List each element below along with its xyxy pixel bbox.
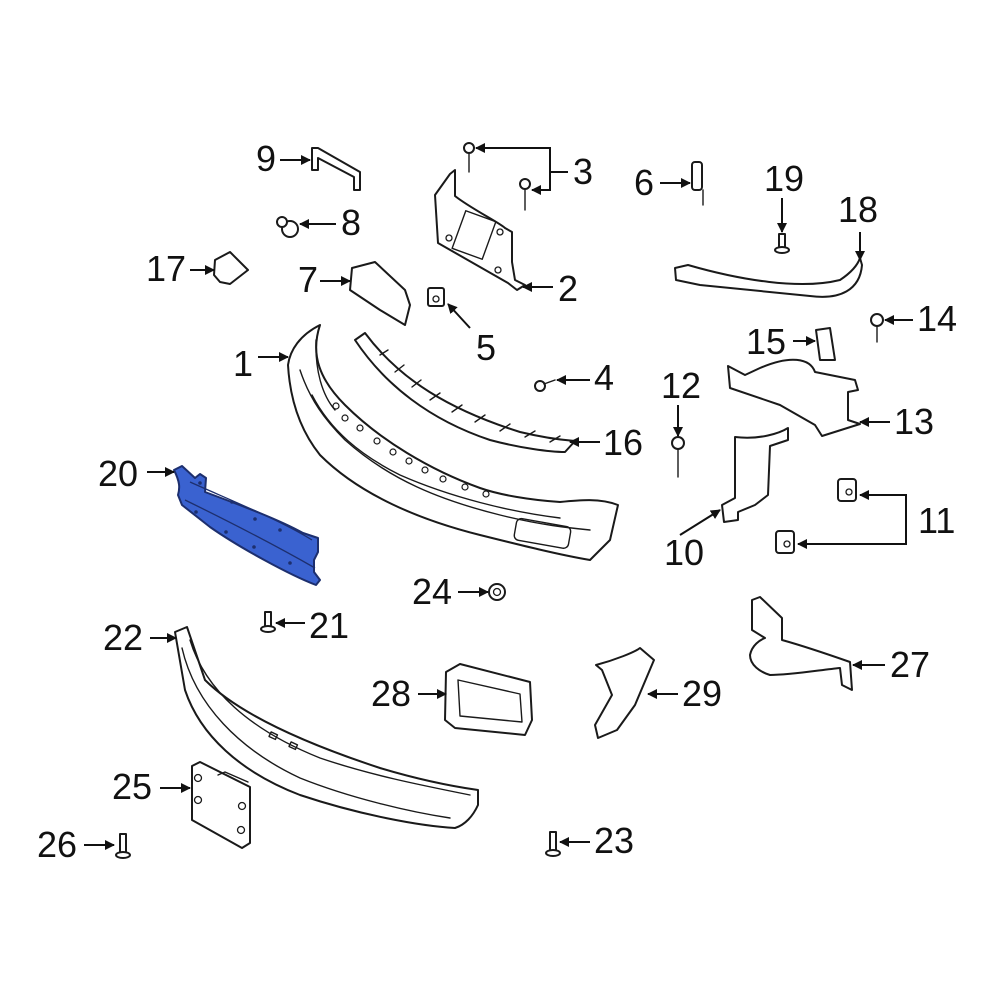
part-10-bracket[interactable] <box>721 427 789 523</box>
callout-11[interactable]: 11 <box>918 500 956 541</box>
part-21-bolt[interactable] <box>260 611 276 633</box>
callout-26[interactable]: 26 <box>37 824 78 865</box>
part-3-bolts[interactable] <box>463 142 531 211</box>
part-24-nut[interactable] <box>488 583 506 601</box>
callout-22[interactable]: 22 <box>103 617 144 658</box>
callout-25[interactable]: 25 <box>112 766 153 807</box>
callout-18[interactable]: 18 <box>838 189 879 230</box>
callout-21[interactable]: 21 <box>309 605 350 646</box>
part-16-upper-strip[interactable] <box>354 332 576 453</box>
callout-17[interactable]: 17 <box>146 248 187 289</box>
callout-23[interactable]: 23 <box>594 820 635 861</box>
callout-16[interactable]: 16 <box>603 422 644 463</box>
part-2-bracket[interactable] <box>434 169 526 291</box>
part-20-reinforcement-highlighted[interactable] <box>173 465 321 586</box>
callout-19[interactable]: 19 <box>764 158 805 199</box>
callout-20[interactable]: 20 <box>98 453 139 494</box>
part-9-retainer[interactable] <box>311 147 361 191</box>
part-7-clip[interactable] <box>349 261 411 326</box>
part-4-bolt[interactable] <box>534 379 556 392</box>
callout-28[interactable]: 28 <box>371 673 412 714</box>
part-27-bracket[interactable] <box>749 596 853 691</box>
part-25-license-bracket[interactable] <box>191 761 251 849</box>
callout-6[interactable]: 6 <box>634 162 655 203</box>
leader-lines <box>84 143 913 850</box>
callout-29[interactable]: 29 <box>682 673 723 714</box>
callout-13[interactable]: 13 <box>894 401 935 442</box>
callout-3[interactable]: 3 <box>573 151 594 192</box>
callout-24[interactable]: 24 <box>412 571 453 612</box>
callout-10[interactable]: 10 <box>664 532 705 573</box>
part-18-strip[interactable] <box>674 257 863 298</box>
callout-5[interactable]: 5 <box>476 327 497 368</box>
part-6-bracket[interactable] <box>691 161 704 206</box>
part-28-bezel[interactable] <box>444 663 533 736</box>
callout-2[interactable]: 2 <box>558 268 579 309</box>
part-5-clip[interactable] <box>427 287 445 307</box>
callout-1[interactable]: 1 <box>233 343 254 384</box>
part-14-bolt[interactable] <box>870 313 884 343</box>
callout-14[interactable]: 14 <box>917 298 958 339</box>
callout-27[interactable]: 27 <box>890 644 931 685</box>
part-29-trim[interactable] <box>594 647 655 739</box>
callout-9[interactable]: 9 <box>256 138 277 179</box>
callout-15[interactable]: 15 <box>746 321 787 362</box>
part-22-lower-valance[interactable] <box>174 626 479 829</box>
part-8-push-pin[interactable] <box>276 216 299 238</box>
part-17-cap[interactable] <box>213 251 249 285</box>
part-19-pin[interactable] <box>774 233 790 254</box>
part-11-clips[interactable] <box>775 478 857 554</box>
part-26-bolt[interactable] <box>115 833 131 859</box>
part-12-bolt[interactable] <box>671 436 685 478</box>
callout-4[interactable]: 4 <box>594 357 615 398</box>
part-23-bolt[interactable] <box>545 831 561 857</box>
callout-12[interactable]: 12 <box>661 365 702 406</box>
part-15-clip[interactable] <box>815 327 836 361</box>
callout-7[interactable]: 7 <box>298 259 319 300</box>
callout-8[interactable]: 8 <box>341 202 362 243</box>
part-13-bracket[interactable] <box>727 358 861 437</box>
part-1-bumper[interactable] <box>287 324 619 561</box>
